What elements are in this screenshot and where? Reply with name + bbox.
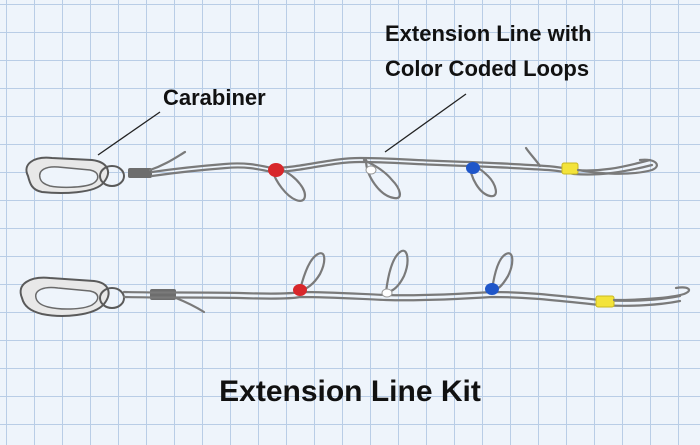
carabiner-leader-line [97, 111, 161, 156]
bottom-line-assembly [19, 249, 691, 317]
bottom-carabiner-icon [19, 276, 125, 317]
carabiner-label: Carabiner [163, 85, 266, 110]
bottom-end-loop-icon [612, 286, 691, 302]
bottom-red-loop-icon [298, 252, 326, 292]
top-sleeve-icon [128, 168, 152, 178]
bottom-blue-loop-icon [490, 252, 514, 292]
diagram-title: Extension Line Kit [219, 375, 481, 408]
top-blue-marker-icon [466, 162, 480, 174]
top-red-marker-icon [268, 163, 284, 177]
bottom-yellow-marker-icon [595, 295, 615, 308]
extension-line-label-line2: Color Coded Loops [385, 56, 590, 81]
top-red-loop-icon [270, 166, 306, 202]
extension-line-leader-line [384, 93, 467, 153]
extension-line-label-line1: Extension Line with [385, 21, 592, 46]
bottom-red-marker-icon [293, 284, 307, 296]
top-carabiner-icon [25, 156, 125, 194]
bottom-blue-marker-icon [485, 283, 499, 295]
top-line-assembly [25, 146, 658, 202]
bottom-white-loop-icon [384, 249, 409, 294]
top-white-loop-icon [362, 158, 401, 200]
top-yellow-marker-icon [561, 162, 579, 175]
top-end-loop-icon [576, 158, 658, 175]
